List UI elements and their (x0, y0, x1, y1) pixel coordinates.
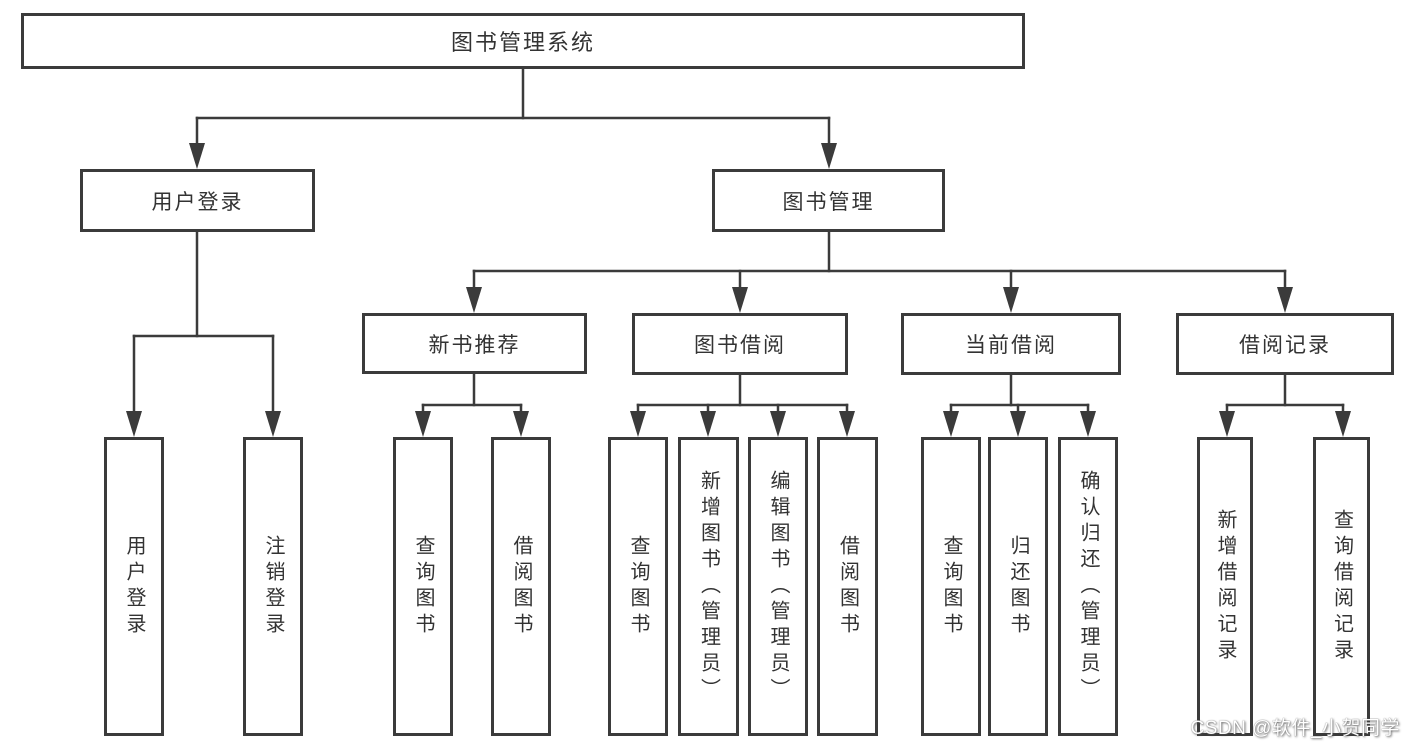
node-leaf-query-book-1: 查询图书 (393, 437, 453, 736)
node-label: 注销登录 (262, 534, 284, 639)
node-new-book-rec: 新书推荐 (362, 313, 587, 374)
watermark: CSDN @软件_小贺同学 (1190, 718, 1400, 739)
node-leaf-borrow-book-2: 借阅图书 (817, 437, 878, 736)
arrowhead-icon (513, 411, 529, 437)
node-label: 编辑图书（管理员） (767, 469, 789, 704)
node-label: 新书推荐 (428, 333, 521, 357)
node-label: 确认归还（管理员） (1077, 469, 1099, 704)
arrowhead-icon (732, 287, 748, 313)
node-label: 查询图书 (627, 534, 649, 639)
arrowhead-icon (770, 411, 786, 437)
node-label: 借阅记录 (1239, 334, 1331, 357)
arrowhead-icon (1335, 411, 1351, 437)
node-label: 借阅图书 (836, 534, 859, 639)
node-label: 当前借阅 (965, 334, 1057, 357)
node-leaf-query-book-3: 查询图书 (921, 437, 981, 736)
node-label: 查询图书 (412, 534, 434, 639)
node-borrow-records: 借阅记录 (1176, 313, 1394, 375)
node-label: 用户登录 (123, 534, 145, 639)
arrowhead-icon (1219, 411, 1235, 437)
node-label: 借阅图书 (510, 534, 532, 639)
node-root: 图书管理系统 (21, 13, 1025, 69)
node-leaf-add-borrow-record: 新增借阅记录 (1197, 437, 1253, 736)
arrowhead-icon (1277, 287, 1293, 313)
node-leaf-borrow-book-1: 借阅图书 (491, 437, 551, 736)
arrowhead-icon (1080, 411, 1096, 437)
node-label: 图书管理 (782, 190, 875, 214)
node-book-borrow: 图书借阅 (632, 313, 848, 375)
arrowhead-icon (943, 411, 959, 437)
node-leaf-logout: 注销登录 (243, 437, 303, 736)
node-label: 图书借阅 (694, 334, 786, 357)
arrowhead-icon (189, 143, 205, 169)
arrowhead-icon (466, 287, 482, 313)
node-label: 新增图书（管理员） (697, 469, 720, 704)
node-book-mgmt: 图书管理 (712, 169, 945, 232)
node-leaf-query-borrow-record: 查询借阅记录 (1313, 437, 1370, 736)
node-label: 归还图书 (1007, 534, 1029, 639)
node-label: 查询借阅记录 (1330, 508, 1353, 665)
node-user-login: 用户登录 (80, 169, 315, 232)
node-leaf-confirm-return: 确认归还（管理员） (1058, 437, 1118, 736)
arrowhead-icon (630, 411, 646, 437)
arrowhead-icon (126, 411, 142, 437)
node-current-borrow: 当前借阅 (901, 313, 1121, 375)
node-leaf-add-book: 新增图书（管理员） (678, 437, 739, 736)
node-label: 用户登录 (151, 190, 244, 214)
node-label: 图书管理系统 (450, 30, 595, 55)
arrowhead-icon (821, 143, 837, 169)
node-label: 新增借阅记录 (1214, 508, 1236, 665)
arrowhead-icon (265, 411, 281, 437)
arrowhead-icon (1003, 287, 1019, 313)
arrowhead-icon (700, 411, 716, 437)
node-leaf-return-book: 归还图书 (988, 437, 1048, 736)
node-leaf-user-login: 用户登录 (104, 437, 164, 736)
node-leaf-edit-book: 编辑图书（管理员） (748, 437, 808, 736)
arrowhead-icon (839, 411, 855, 437)
node-leaf-query-book-2: 查询图书 (608, 437, 668, 736)
arrowhead-icon (1010, 411, 1026, 437)
arrowhead-icon (415, 411, 431, 437)
node-label: 查询图书 (940, 534, 962, 639)
